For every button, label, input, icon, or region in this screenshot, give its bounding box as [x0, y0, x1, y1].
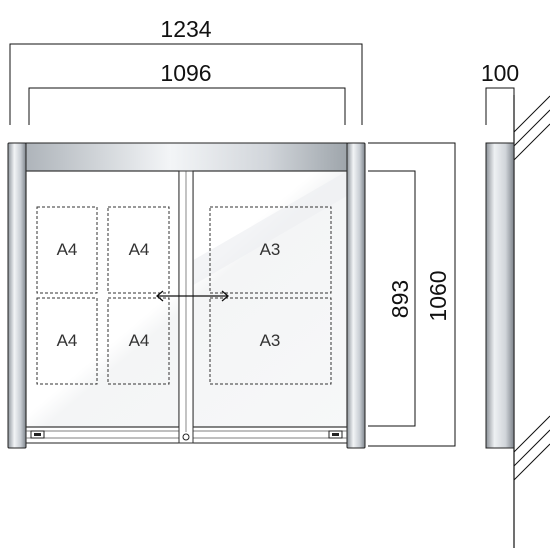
paper-slot-a4: A4 — [107, 297, 170, 385]
inner-height-label: 893 — [387, 280, 413, 318]
dimension-inner-width: 1096 — [28, 60, 346, 125]
wall-hatch — [513, 443, 550, 481]
lock-icon — [182, 433, 190, 441]
paper-slot-a4: A4 — [36, 206, 98, 294]
glass-reflection — [190, 171, 347, 287]
wall-hatch — [513, 123, 550, 161]
inner-height-line — [368, 170, 416, 427]
inner-width-line — [28, 87, 346, 125]
depth-label: 100 — [481, 60, 519, 86]
side-profile — [485, 142, 515, 449]
dimension-overall-height: 1060 — [368, 142, 456, 447]
right-post — [346, 142, 366, 449]
header-bar — [25, 142, 348, 172]
overall-height-label: 1060 — [425, 270, 451, 321]
dimension-overall-width: 1234 — [9, 16, 363, 125]
paper-label: A4 — [57, 240, 78, 259]
paper-label: A4 — [57, 331, 78, 350]
paper-slot-a3: A3 — [209, 206, 332, 294]
wall-hatch — [513, 95, 550, 133]
cabinet-side-view: 100 — [481, 60, 550, 548]
overall-width-line — [9, 43, 363, 125]
depth-line — [485, 87, 515, 125]
wall-hatch — [513, 109, 550, 147]
paper-label: A4 — [129, 240, 150, 259]
paper-label: A3 — [260, 240, 281, 259]
paper-label: A3 — [260, 331, 281, 350]
inner-width-label: 1096 — [160, 60, 211, 86]
sliding-arrow-icon — [155, 290, 230, 302]
wall-hatch — [513, 415, 550, 453]
left-post — [7, 142, 27, 449]
paper-label: A4 — [129, 331, 150, 350]
overall-height-line — [368, 142, 456, 447]
overall-width-label: 1234 — [160, 16, 211, 42]
dimension-inner-height: 893 — [368, 170, 416, 427]
cabinet-front-view: A4 A4 A4 A4 A3 A3 — [7, 142, 366, 449]
wall-hatch — [513, 429, 550, 467]
paper-slot-a4: A4 — [107, 206, 170, 294]
paper-slot-a3: A3 — [209, 297, 332, 385]
paper-slot-a4: A4 — [36, 297, 98, 385]
